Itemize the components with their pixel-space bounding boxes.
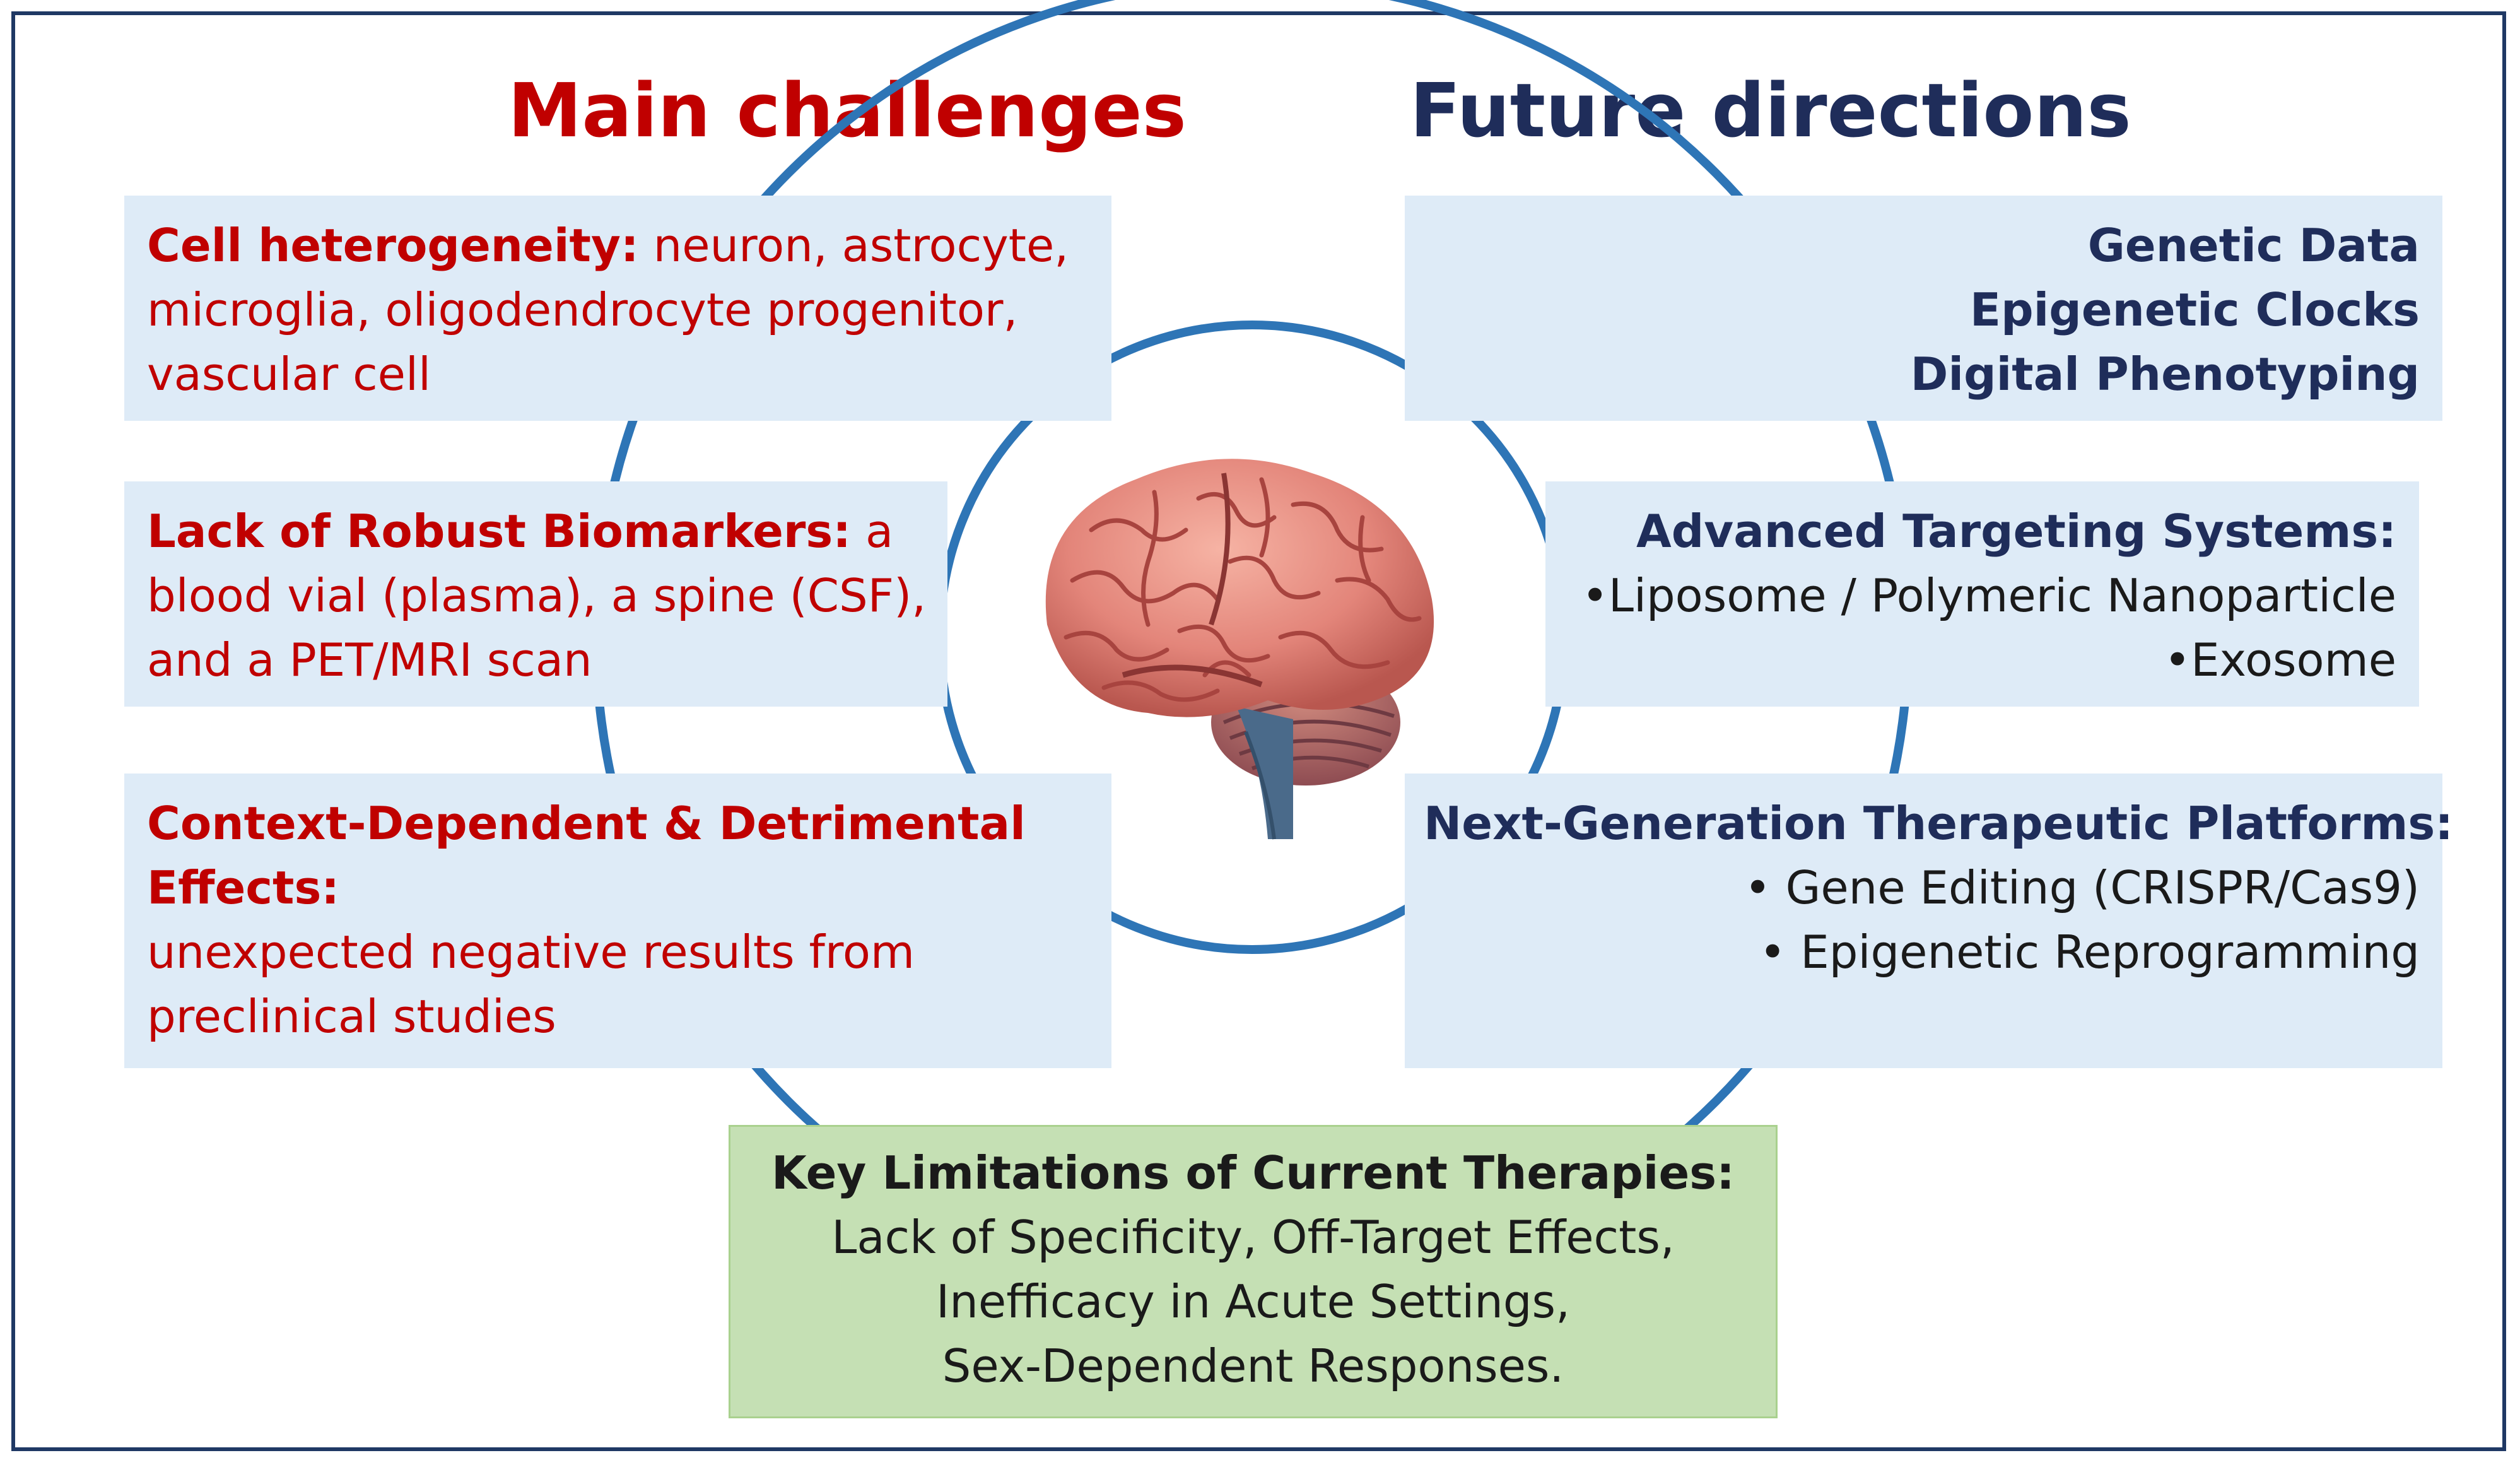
challenge-title: Lack of Robust Biomarkers: [147,505,852,558]
direction-targeting-systems: Advanced Targeting Systems: •Liposome / … [1545,481,2419,707]
heading-main-challenges: Main challenges [508,67,1187,154]
key-limitations-title: Key Limitations of Current Therapies: [771,1146,1735,1199]
challenge-text: unexpected negative results from [147,926,915,979]
key-limitations-text: Lack of Specificity, Off-Target Effects, [831,1211,1675,1264]
direction-item: •Exosome [2164,633,2396,686]
direction-item: • Epigenetic Reprogramming [1759,926,2420,979]
challenge-cell-heterogeneity: Cell heterogeneity: neuron, astrocyte, m… [124,196,1111,421]
challenge-text: vascular cell [147,348,431,401]
key-limitations-text: Inefficacy in Acute Settings, [936,1275,1570,1328]
challenge-biomarkers: Lack of Robust Biomarkers: a blood vial … [124,481,947,707]
direction-title: Advanced Targeting Systems: [1636,505,2396,558]
key-limitations-box: Key Limitations of Current Therapies: La… [729,1125,1778,1418]
direction-title: Next-Generation Therapeutic Platforms: [1424,797,2454,850]
challenge-text: blood vial (plasma), a spine (CSF), [147,569,927,622]
direction-item: •Liposome / Polymeric Nanoparticle [1581,569,2396,622]
direction-title: Epigenetic Clocks [1969,283,2420,336]
direction-therapeutic-platforms: Next-Generation Therapeutic Platforms: •… [1405,774,2454,1068]
direction-title: Genetic Data [2087,219,2420,272]
challenge-text: microglia, oligodendrocyte progenitor, [147,283,1018,336]
key-limitations-text: Sex-Dependent Responses. [942,1339,1564,1392]
direction-item: • Gene Editing (CRISPR/Cas9) [1744,861,2420,914]
challenge-text: a [865,505,894,558]
challenge-text: neuron, astrocyte, [653,219,1069,272]
challenge-title: Context-Dependent & Detrimental [147,797,1026,850]
direction-data: Genetic Data Epigenetic Clocks Digital P… [1405,196,2442,421]
direction-title: Digital Phenotyping [1910,348,2420,401]
challenge-title: Cell heterogeneity: [147,219,639,272]
heading-future-directions: Future directions [1410,67,2131,154]
brain-icon [1045,459,1434,840]
challenge-text: and a PET/MRI scan [147,633,592,686]
challenge-text: preclinical studies [147,990,556,1043]
figure-frame [11,11,2506,1451]
challenge-title: Effects: [147,861,340,914]
challenge-context-dependent: Context-Dependent & Detrimental Effects:… [124,774,1111,1068]
